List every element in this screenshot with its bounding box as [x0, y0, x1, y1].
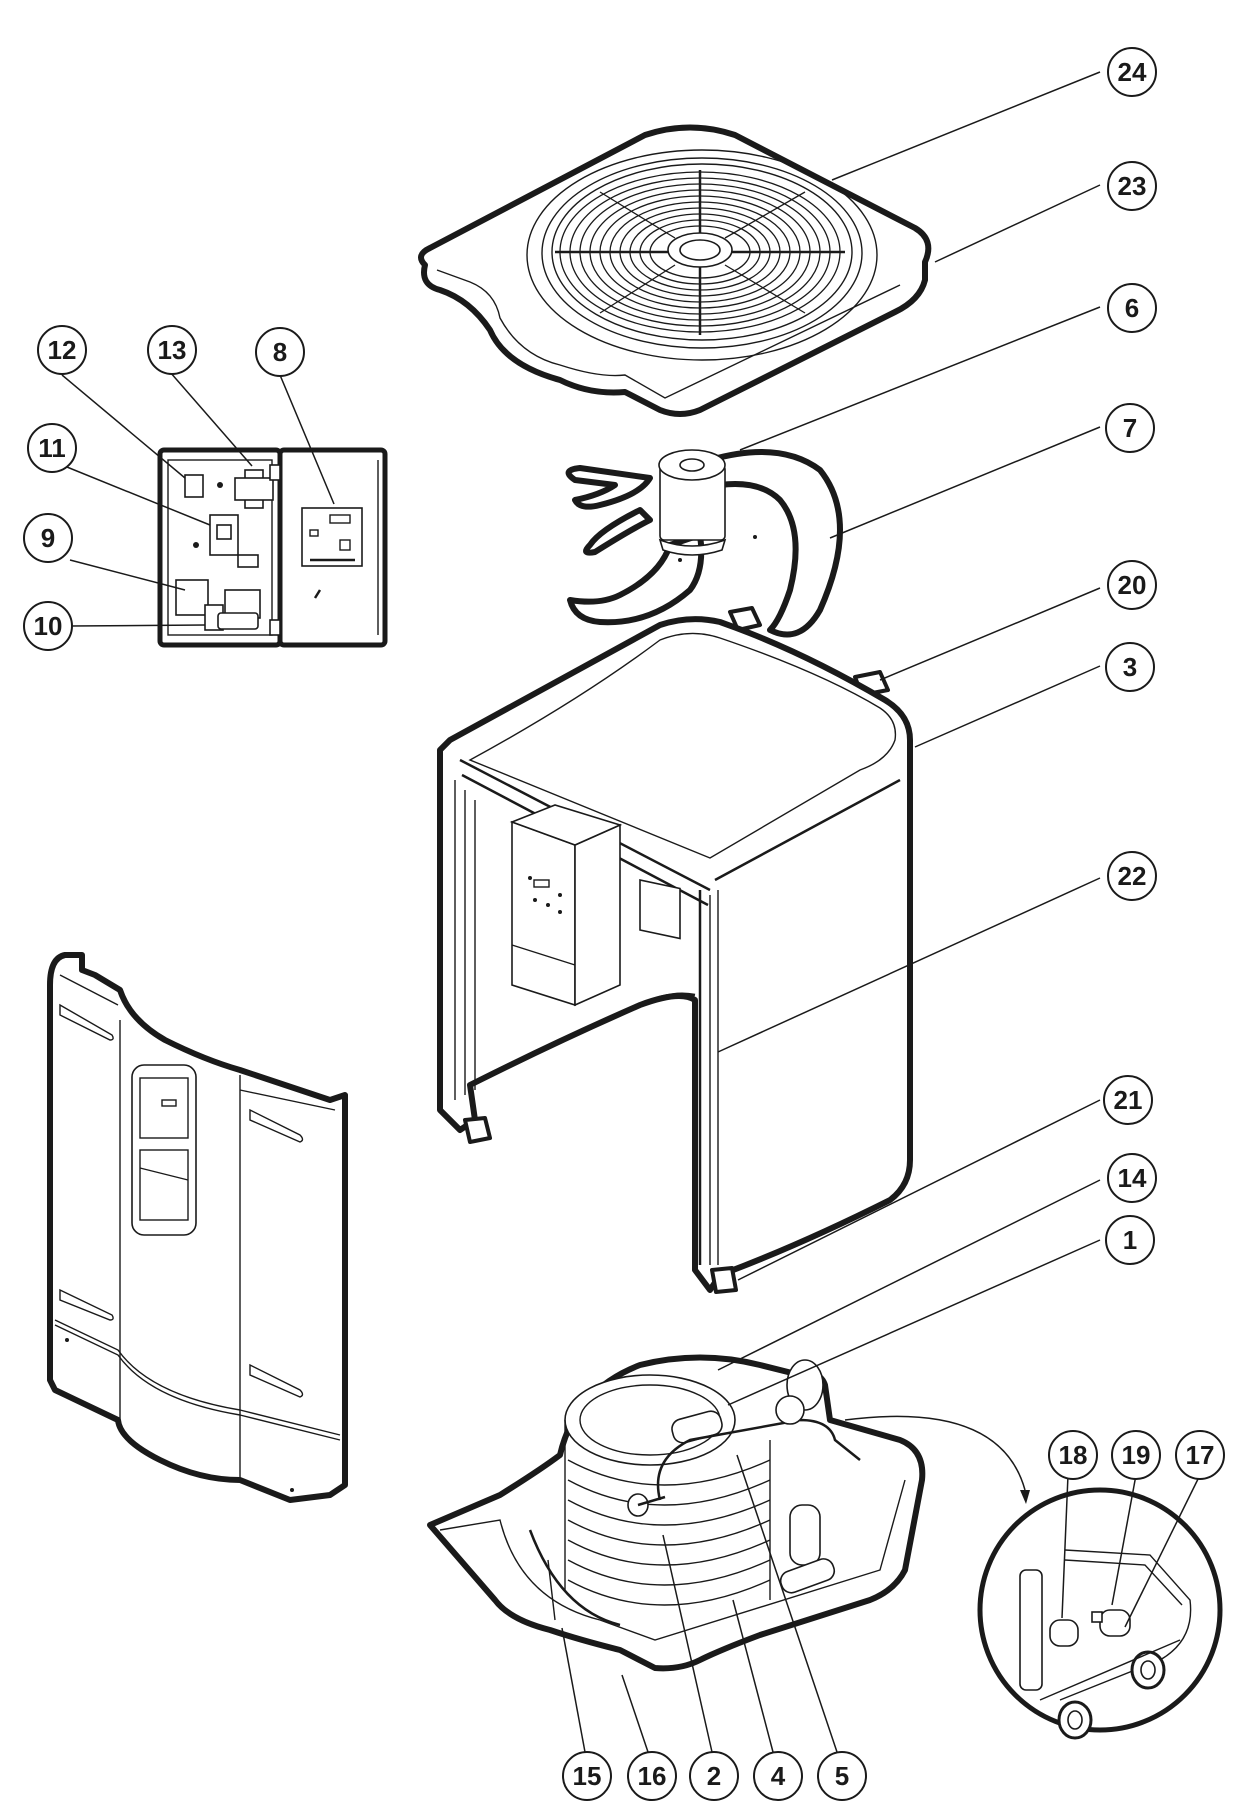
callout-17[interactable]: 17 — [1175, 1430, 1225, 1480]
svg-text:4: 4 — [771, 1761, 786, 1791]
callout-13[interactable]: 13 — [147, 325, 197, 375]
front-panel — [47, 952, 348, 1503]
callout-14[interactable]: 14 — [1107, 1153, 1157, 1203]
svg-text:23: 23 — [1118, 171, 1147, 201]
svg-text:8: 8 — [273, 337, 287, 367]
callout-9[interactable]: 9 — [23, 513, 73, 563]
svg-text:1: 1 — [1123, 1225, 1137, 1255]
svg-text:6: 6 — [1125, 293, 1139, 323]
callout-21[interactable]: 21 — [1103, 1075, 1153, 1125]
svg-text:24: 24 — [1118, 57, 1147, 87]
svg-text:11: 11 — [38, 433, 66, 463]
svg-text:15: 15 — [573, 1761, 602, 1791]
callout-12[interactable]: 12 — [37, 325, 87, 375]
svg-text:22: 22 — [1118, 861, 1147, 891]
callout-11[interactable]: 11 — [27, 423, 77, 473]
svg-text:9: 9 — [41, 523, 55, 553]
svg-text:7: 7 — [1123, 413, 1137, 443]
svg-text:14: 14 — [1118, 1163, 1147, 1193]
fan-grille — [555, 170, 845, 335]
control-box-mounted — [509, 804, 623, 1007]
svg-text:17: 17 — [1186, 1440, 1215, 1470]
svg-text:5: 5 — [835, 1761, 849, 1791]
svg-text:10: 10 — [34, 611, 63, 641]
callout-2[interactable]: 2 — [689, 1751, 739, 1801]
svg-text:18: 18 — [1059, 1440, 1088, 1470]
callout-15[interactable]: 15 — [562, 1751, 612, 1801]
detail-inset — [844, 1415, 1223, 1740]
fan-assembly — [565, 449, 843, 638]
svg-text:2: 2 — [707, 1761, 721, 1791]
callout-5[interactable]: 5 — [817, 1751, 867, 1801]
coil-cabinet — [437, 616, 913, 1294]
callout-16[interactable]: 16 — [627, 1751, 677, 1801]
callout-22[interactable]: 22 — [1107, 851, 1157, 901]
callouts: 24 23 6 7 20 3 22 21 14 1 12 13 8 11 9 1… — [23, 47, 1225, 1801]
callout-4[interactable]: 4 — [753, 1751, 803, 1801]
svg-text:3: 3 — [1123, 652, 1137, 682]
callout-24[interactable]: 24 — [1107, 47, 1157, 97]
callout-23[interactable]: 23 — [1107, 161, 1157, 211]
svg-text:20: 20 — [1118, 570, 1147, 600]
svg-text:21: 21 — [1114, 1085, 1143, 1115]
callout-3[interactable]: 3 — [1105, 642, 1155, 692]
callout-18[interactable]: 18 — [1048, 1430, 1098, 1480]
callout-6[interactable]: 6 — [1107, 283, 1157, 333]
base-assembly — [427, 1354, 926, 1672]
control-board-shape — [301, 507, 363, 567]
callout-7[interactable]: 7 — [1105, 403, 1155, 453]
callout-1[interactable]: 1 — [1105, 1215, 1155, 1265]
relay-shape — [184, 474, 204, 498]
svg-text:13: 13 — [158, 335, 187, 365]
top-panel — [418, 124, 932, 417]
control-box — [157, 447, 388, 648]
svg-text:19: 19 — [1122, 1440, 1151, 1470]
leader-lines — [61, 71, 1201, 1753]
callout-20[interactable]: 20 — [1107, 560, 1157, 610]
callout-10[interactable]: 10 — [23, 601, 73, 651]
svg-text:16: 16 — [638, 1761, 667, 1791]
svg-text:12: 12 — [48, 335, 77, 365]
callout-19[interactable]: 19 — [1111, 1430, 1161, 1480]
callout-8[interactable]: 8 — [255, 327, 305, 377]
